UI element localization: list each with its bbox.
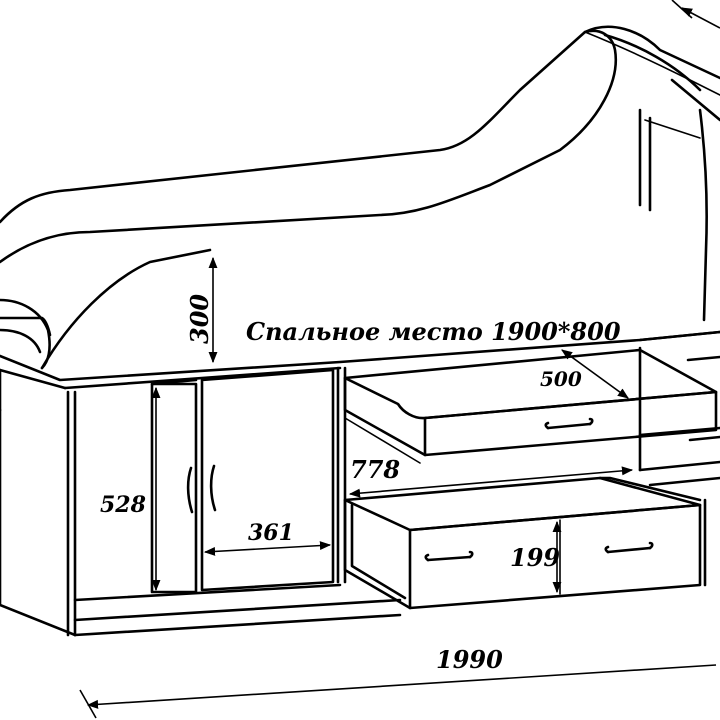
dimension-lines [79, 0, 720, 719]
dim-label-door-height: 528 [100, 492, 146, 518]
dim-label-door-width: 361 [248, 520, 294, 546]
dim-line-total-length [86, 664, 717, 709]
dim-line-pullout-depth [561, 349, 629, 399]
dim-line-door-width [203, 541, 332, 556]
dim-label-pullout-depth: 500 [540, 367, 582, 391]
dim-label-total-length: 1990 [436, 645, 503, 674]
dim-label-drawer-height: 199 [510, 543, 560, 572]
pullout-shelf [343, 348, 718, 464]
left-door [150, 378, 198, 594]
sleeping-place-caption: Спальное место 1900*800 [246, 317, 621, 346]
right-door [200, 368, 335, 592]
cabinet-body [0, 366, 402, 637]
dim-label-drawer-width: 778 [350, 455, 400, 484]
dim-label-headboard-height: 300 [185, 294, 214, 344]
bed-side-panel [0, 25, 720, 370]
labels: Спальное место 1900*800 300 500 778 528 … [100, 294, 621, 674]
right-drawers [638, 330, 720, 587]
dim-line-drawer-width [348, 466, 634, 498]
dim-line-top-right [681, 7, 720, 29]
